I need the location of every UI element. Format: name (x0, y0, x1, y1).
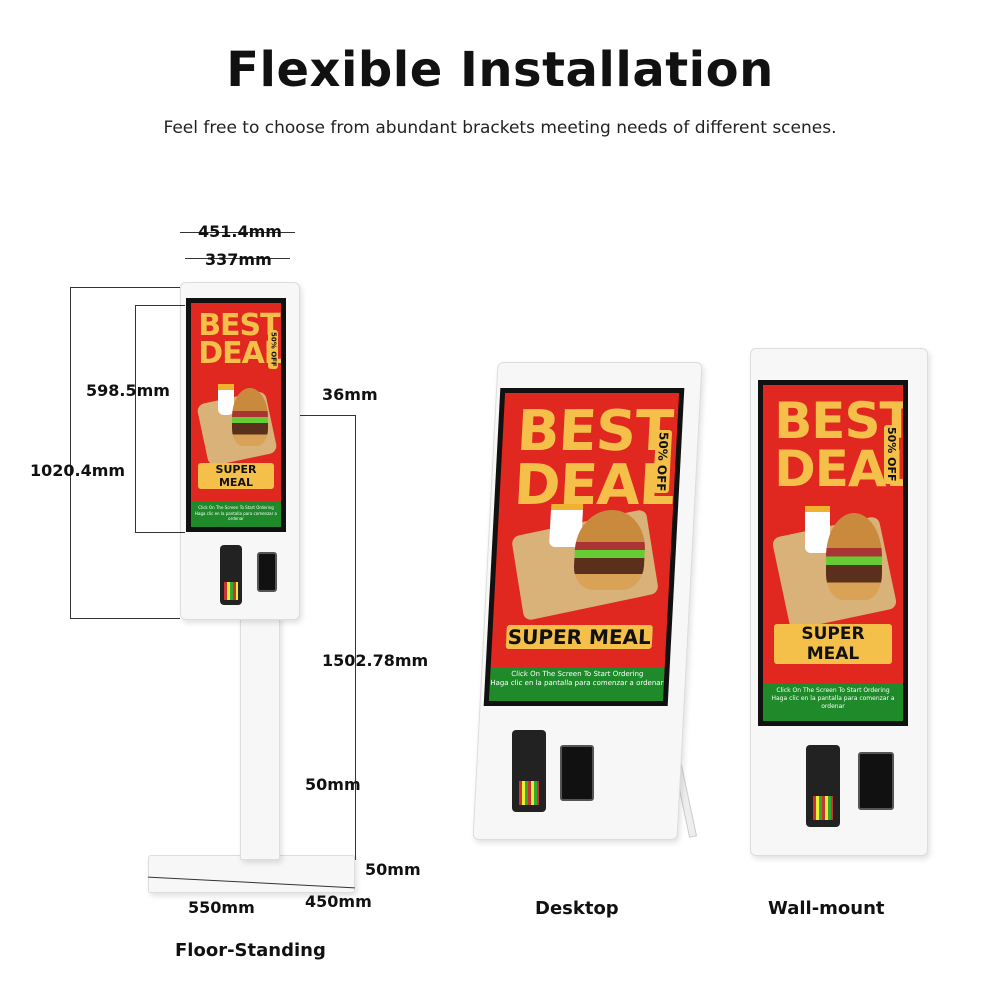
dim-line-screen-height (135, 305, 136, 532)
dim-line-total-width (180, 232, 295, 233)
dim-base-depth: 450mm (305, 892, 372, 911)
dim-line-screen-width (185, 258, 290, 259)
discount-badge: 50% OFF (883, 425, 899, 484)
dim-line-head-height (70, 287, 71, 618)
dim-tick (135, 532, 185, 533)
burger-image (231, 388, 268, 447)
dim-tick (135, 305, 185, 306)
headline-deal: DEAL (774, 439, 903, 498)
footer-en: Click On The Screen To Start Ordering (776, 687, 890, 695)
dim-head-height: 1020.4mm (30, 461, 126, 480)
kiosk-pole (240, 615, 280, 860)
caption-wall-mount: Wall-mount (768, 898, 885, 919)
dim-line-total-height (355, 415, 356, 860)
discount-badge: 50% OFF (652, 429, 672, 494)
burger-image (826, 512, 882, 601)
caption-desktop: Desktop (535, 898, 619, 919)
headline-best: BEST (198, 307, 280, 343)
dim-screen-height: 598.5mm (86, 381, 170, 400)
headline-best: BEST (774, 392, 903, 451)
dim-depth: 36mm (322, 385, 378, 404)
card-reader (560, 745, 594, 801)
headline-deal: DEAL (512, 452, 676, 518)
dim-pole: 50mm (305, 775, 361, 794)
footer-en: Click On The Screen To Start Ordering (198, 505, 274, 511)
dim-total-height: 1502.78mm (322, 651, 429, 670)
headline-deal: DEAL (198, 336, 281, 372)
payment-terminal (512, 730, 546, 812)
kiosk-base (148, 855, 355, 893)
page-subtitle: Feel free to choose from abundant bracke… (163, 118, 837, 138)
dim-tick (300, 415, 355, 416)
footer-es: Haga clic en la pantalla para comenzar a… (490, 679, 664, 688)
footer-es: Haga clic en la pantalla para comenzar a… (771, 694, 895, 710)
fries-image (805, 505, 831, 553)
discount-badge: 50% OFF (268, 329, 279, 369)
super-meal-banner: SUPER MEAL (198, 462, 274, 489)
fries-image (218, 383, 235, 415)
dim-tick (70, 287, 180, 288)
footer-en: Click On The Screen To Start Ordering (511, 670, 644, 679)
dim-base-width: 550mm (188, 898, 255, 917)
caption-floor-standing: Floor-Standing (175, 940, 326, 961)
dim-base-height: 50mm (365, 860, 421, 879)
super-meal-banner: SUPER MEAL (774, 623, 892, 664)
dim-tick (70, 618, 180, 619)
payment-terminal (806, 745, 840, 827)
page-title: Flexible Installation (226, 42, 774, 98)
card-reader (858, 752, 894, 810)
super-meal-banner: SUPER MEAL (505, 624, 653, 649)
payment-terminal (220, 545, 242, 605)
dim-screen-width: 337mm (205, 250, 272, 269)
dim-total-width: 451.4mm (198, 222, 282, 241)
card-reader (257, 552, 277, 592)
footer-es: Haga clic en la pantalla para comenzar a… (194, 510, 278, 521)
